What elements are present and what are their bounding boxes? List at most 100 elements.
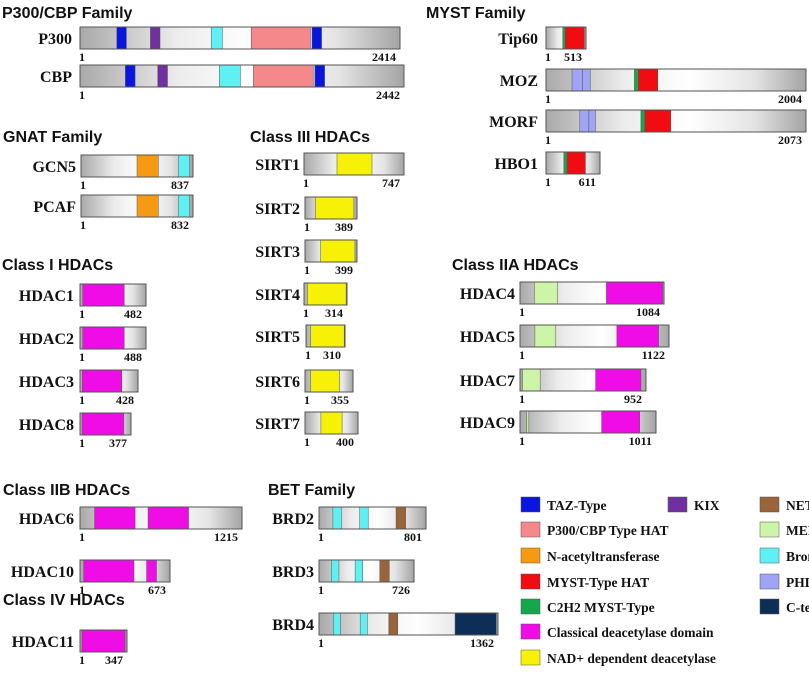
start-residue: 1 [318, 636, 324, 650]
domain-phd [571, 68, 583, 92]
start-residue: 1 [79, 50, 85, 64]
start-residue: 1 [519, 305, 525, 319]
protein-bar-outline [318, 612, 499, 636]
end-residue: 747 [382, 176, 400, 190]
domain-kix [157, 64, 168, 88]
domain-classical [82, 326, 125, 350]
domain-nad [310, 324, 345, 348]
protein-bar-outline [318, 506, 427, 530]
domain-bromo [354, 559, 363, 583]
start-residue: 1 [80, 178, 86, 192]
legend-swatch [759, 521, 780, 538]
domain-mef2 [534, 281, 558, 305]
start-residue: 1 [304, 263, 310, 277]
protein-bar-outline [79, 629, 128, 653]
end-residue: 2442 [376, 88, 400, 102]
domain-classical [81, 629, 126, 653]
protein-label: HDAC6 [19, 511, 74, 528]
protein-label: SIRT2 [255, 201, 300, 218]
end-residue: 377 [109, 436, 127, 450]
protein-bar-outline [303, 282, 348, 306]
protein-bar-outline [545, 109, 807, 133]
start-residue: 1 [318, 583, 324, 597]
domain-bromo [331, 559, 340, 583]
domain-nad [307, 282, 347, 306]
family-title-class2a: Class IIA HDACs [452, 257, 579, 274]
domain-classical [606, 281, 663, 305]
end-residue: 314 [325, 306, 343, 320]
family-title-class4: Class IV HDACs [3, 592, 125, 609]
domain-classical [82, 369, 123, 393]
domain-nad [315, 196, 355, 220]
protein-bar-outline [519, 324, 670, 348]
protein-backbone [546, 110, 806, 132]
legend-label: KIX [694, 498, 720, 513]
domain-taz [314, 64, 325, 88]
legend-swatch [520, 649, 541, 666]
domain-bromo [359, 612, 368, 636]
legend-item-bromo: Bromo [759, 547, 809, 564]
protein-label: SIRT4 [255, 287, 300, 304]
protein-label: GCN5 [32, 159, 76, 176]
domain-classical [147, 506, 189, 530]
protein-label: BRD4 [272, 617, 314, 634]
domain-classical [94, 506, 136, 530]
protein-bar-outline [79, 559, 171, 583]
legend-swatch [667, 496, 688, 513]
legend-item-kix: KIX [667, 496, 720, 513]
start-residue: 1 [318, 530, 324, 544]
domain-classical [81, 412, 125, 436]
domain-net [395, 506, 406, 530]
domain-classical [83, 559, 135, 583]
end-residue: 400 [336, 435, 354, 449]
start-residue: 1 [79, 350, 85, 364]
protein-label: SIRT7 [255, 416, 300, 433]
protein-bar-outline [79, 326, 147, 350]
end-residue: 310 [323, 348, 341, 362]
end-residue: 952 [624, 392, 642, 406]
legend-item-taz: TAZ-Type [520, 496, 607, 513]
protein-bar-outline [519, 281, 665, 305]
domain-bromo [178, 154, 190, 178]
end-residue: 482 [124, 307, 142, 321]
end-residue: 2414 [372, 50, 396, 64]
domain-cterm [454, 612, 497, 636]
domain-hat [250, 26, 311, 50]
protein-label: SIRT6 [255, 374, 300, 391]
start-residue: 1 [519, 434, 525, 448]
legend-item-phd: PHD [759, 573, 809, 590]
legend-swatch [520, 623, 541, 640]
end-residue: 428 [116, 393, 134, 407]
protein-label: HBO1 [494, 156, 538, 173]
domain-bromo [219, 64, 241, 88]
end-residue: 2073 [778, 133, 802, 147]
domain-hat [253, 64, 314, 88]
protein-bar-outline [79, 283, 147, 307]
legend-label: C-terminal [786, 600, 809, 615]
legend-label: TAZ-Type [547, 498, 607, 513]
protein-bar-outline [545, 151, 601, 175]
protein-bar-outline [519, 410, 657, 434]
start-residue: 1 [79, 88, 85, 102]
domain-bromo [332, 506, 342, 530]
start-residue: 1 [545, 92, 551, 106]
protein-backbone [319, 560, 414, 582]
legend-swatch [759, 496, 780, 513]
end-residue: 399 [335, 263, 353, 277]
protein-label: HDAC3 [19, 374, 74, 391]
end-residue: 2004 [778, 92, 802, 106]
protein-bar-outline [304, 411, 359, 435]
protein-label: HDAC11 [12, 634, 74, 651]
